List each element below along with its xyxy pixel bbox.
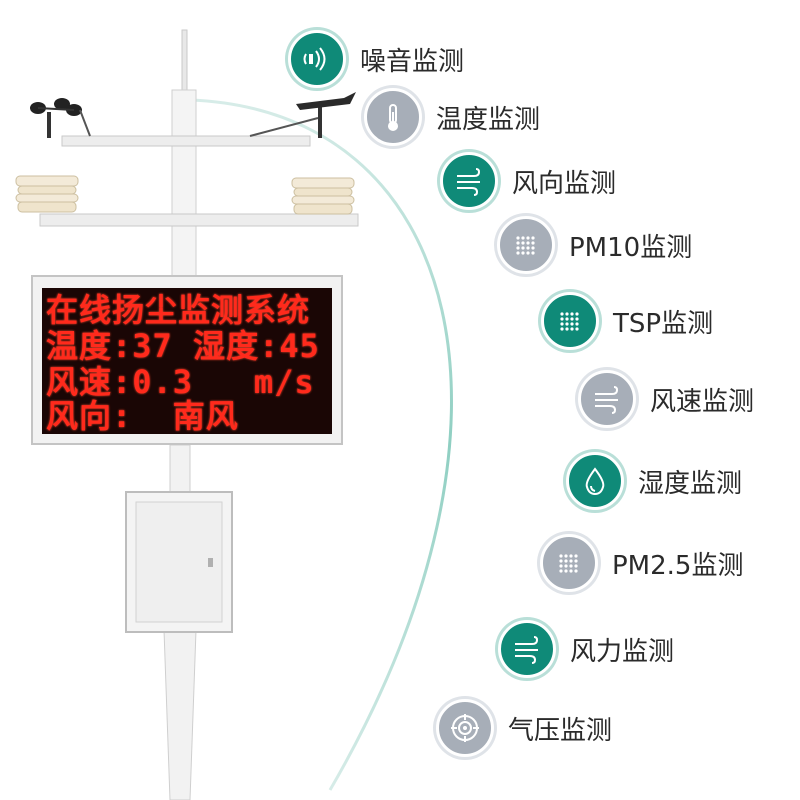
pressure-target-icon bbox=[436, 699, 494, 757]
radiation-shield-left bbox=[15, 175, 79, 213]
monitor-label: PM2.5监测 bbox=[612, 550, 744, 581]
monitor-label: PM10监测 bbox=[569, 232, 693, 263]
monitor-label: 气压监测 bbox=[508, 715, 613, 746]
lower-crossarm bbox=[39, 213, 359, 227]
monitor-item-pm10: PM10监测 bbox=[497, 214, 692, 276]
monitor-label: TSP监测 bbox=[613, 308, 714, 339]
anemometer bbox=[30, 98, 91, 138]
wind-vane bbox=[249, 92, 356, 138]
wind-icon bbox=[498, 620, 556, 678]
led-line-temp-humidity: 温度:37 湿度:45 bbox=[46, 327, 320, 365]
cabinet-lock bbox=[208, 558, 213, 567]
particle-grid-icon bbox=[497, 216, 555, 274]
led-line-wind-direction: 风向: 南风 bbox=[46, 397, 239, 435]
thermometer-icon bbox=[364, 88, 422, 146]
monitor-item-wind-speed: 风速监测 bbox=[578, 368, 754, 430]
water-drop-icon bbox=[566, 452, 624, 510]
monitor-label: 湿度监测 bbox=[638, 468, 743, 499]
wind-icon bbox=[440, 152, 498, 210]
upper-crossarm bbox=[61, 135, 311, 147]
sound-waves-icon bbox=[288, 30, 346, 88]
monitor-label: 噪音监测 bbox=[360, 46, 465, 77]
particle-grid-icon bbox=[540, 534, 598, 592]
monitor-label: 风速监测 bbox=[650, 386, 755, 417]
monitor-item-tsp: TSP监测 bbox=[541, 290, 713, 352]
led-line-wind-speed: 风速:0.3 m/s bbox=[46, 363, 315, 401]
monitor-item-wind-direction: 风向监测 bbox=[440, 150, 616, 212]
monitor-item-noise: 噪音监测 bbox=[288, 28, 464, 90]
monitor-item-pm25: PM2.5监测 bbox=[540, 532, 743, 594]
monitor-item-humidity: 湿度监测 bbox=[566, 450, 742, 512]
main-pole bbox=[171, 89, 197, 291]
particle-grid-icon bbox=[541, 292, 599, 350]
monitor-label: 温度监测 bbox=[436, 104, 541, 135]
led-line-title: 在线扬尘监测系统 bbox=[46, 291, 311, 329]
monitor-label: 风向监测 bbox=[512, 168, 617, 199]
monitor-item-air-pressure: 气压监测 bbox=[436, 697, 612, 759]
radiation-shield-right bbox=[291, 177, 355, 215]
wind-icon bbox=[578, 370, 636, 428]
monitor-item-wind-force: 风力监测 bbox=[498, 618, 674, 680]
led-screen bbox=[42, 288, 332, 434]
monitor-label: 风力监测 bbox=[570, 636, 675, 667]
monitor-item-temperature: 温度监测 bbox=[364, 86, 540, 148]
